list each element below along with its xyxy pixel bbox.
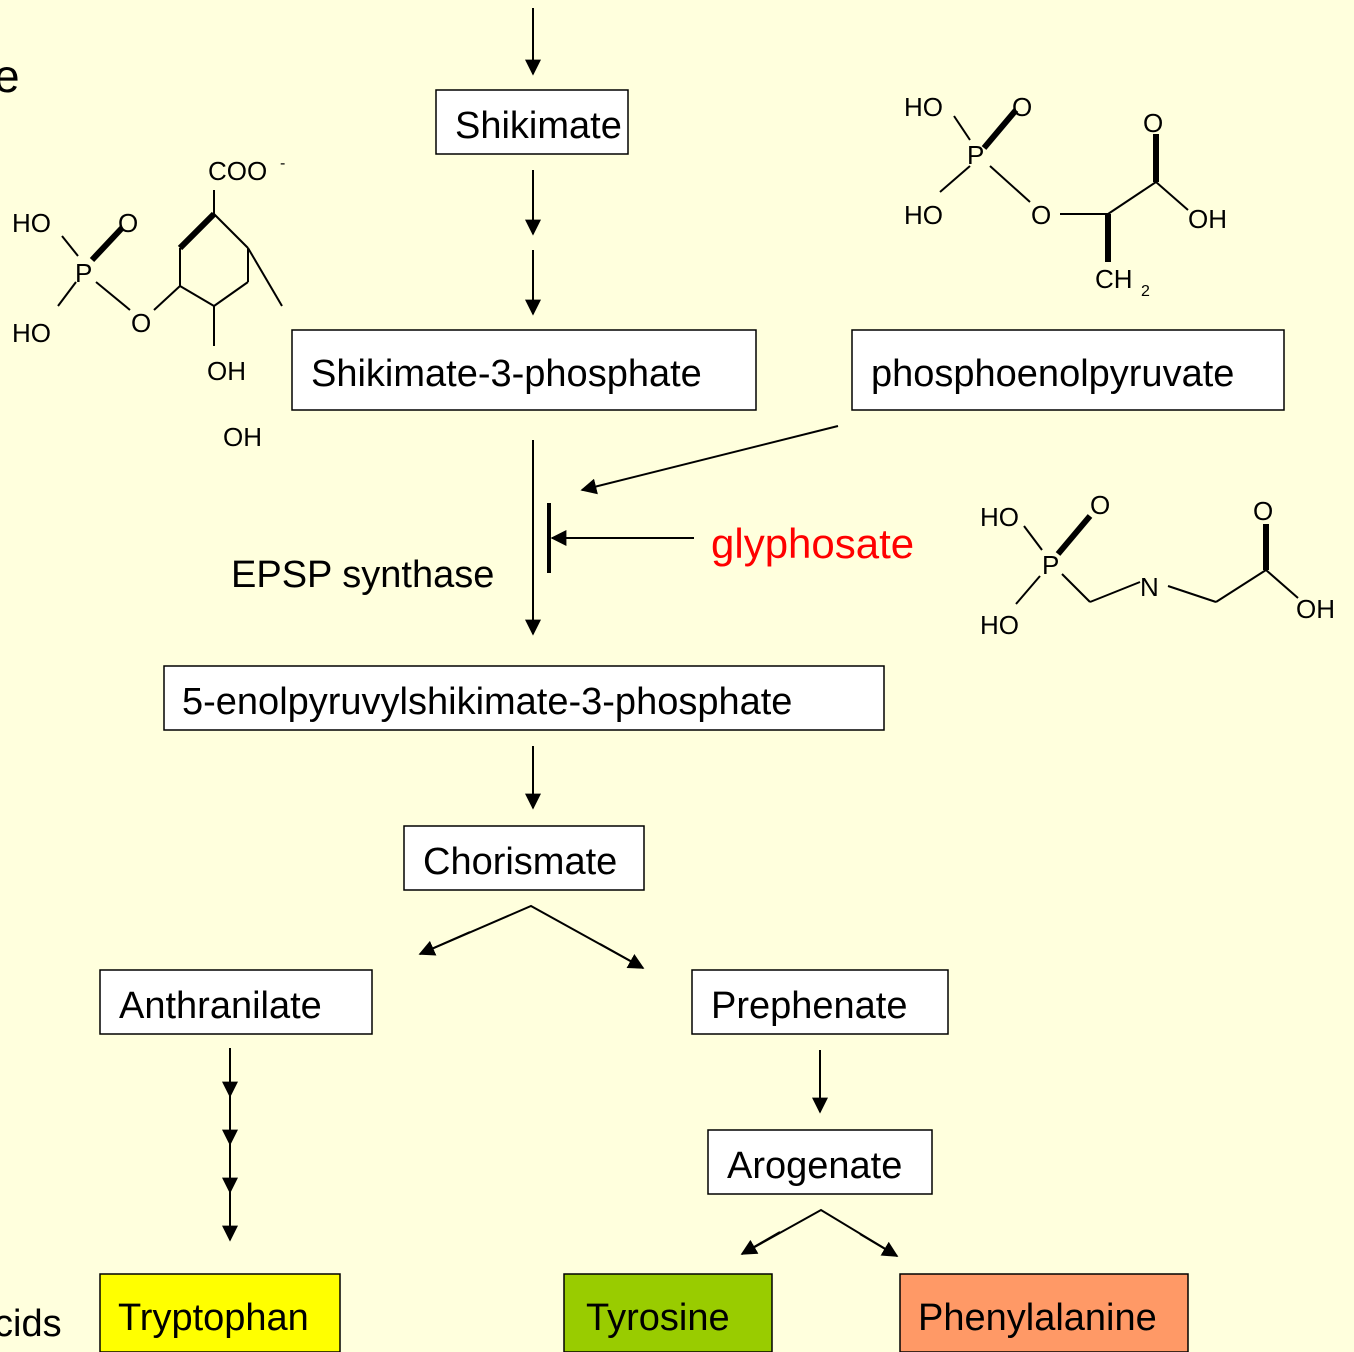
arrow-to-phenylalanine — [859, 1233, 899, 1257]
node-chorismate-label: Chorismate — [423, 841, 617, 883]
inhibitor-label: glyphosate — [711, 520, 914, 567]
s3p-p: P — [75, 258, 92, 288]
glyphosate-n: N — [1140, 572, 1159, 602]
node-tyrosine-label: Tyrosine — [586, 1297, 730, 1339]
node-prephenate-label: Prephenate — [711, 985, 908, 1027]
pep-ch-subscript: 2 — [1141, 283, 1150, 300]
s3p-oh1: OH — [207, 356, 246, 386]
glyphosate-inhibition — [547, 503, 694, 573]
glyphosate-oh: OH — [1296, 594, 1335, 624]
node-tyrosine: Tyrosine — [563, 1273, 773, 1352]
pep-ch: CH — [1095, 264, 1133, 294]
node-anthranilate-label: Anthranilate — [119, 985, 322, 1027]
glyphosate-o-double: O — [1090, 490, 1110, 520]
node-epsp: 5-enolpyruvylshikimate-3-phosphate — [163, 665, 885, 731]
bottom-left-fragment: cids — [0, 1303, 62, 1345]
arogenate-branch — [741, 1208, 898, 1257]
s3p-coo: COO — [208, 156, 267, 186]
node-phenylalanine: Phenylalanine — [899, 1273, 1189, 1352]
pep-ho-bottom: HO — [904, 200, 943, 230]
arrow-to-prephenate — [599, 943, 645, 969]
glyphosate-ho-top: HO — [980, 502, 1019, 532]
node-tryptophan: Tryptophan — [99, 1273, 341, 1352]
s3p-ho-top: HO — [12, 208, 51, 238]
s3p-ho-bottom: HO — [12, 318, 51, 348]
node-shikimate-3-phosphate: Shikimate-3-phosphate — [291, 329, 757, 411]
node-arogenate: Arogenate — [707, 1129, 933, 1195]
arrow-to-tyrosine — [740, 1231, 781, 1255]
node-chorismate: Chorismate — [403, 825, 645, 891]
pep-ho-top: HO — [904, 92, 943, 122]
node-phosphoenolpyruvate-label: phosphoenolpyruvate — [871, 353, 1234, 395]
node-prephenate: Prephenate — [691, 969, 949, 1035]
node-arogenate-label: Arogenate — [727, 1145, 902, 1187]
title-fragment: e — [0, 50, 20, 102]
shikimate-3-phosphate-structure: HO O P HO O COO - OH OH — [12, 155, 285, 452]
enzyme-label: EPSP synthase — [231, 554, 494, 596]
s3p-o-ester: O — [131, 308, 151, 338]
node-tryptophan-label: Tryptophan — [118, 1297, 309, 1339]
chorismate-branch — [419, 904, 644, 969]
s3p-o-double: O — [118, 208, 138, 238]
pep-p: P — [967, 140, 984, 170]
arrow-to-anthranilate — [418, 931, 471, 956]
node-shikimate-label: Shikimate — [455, 105, 622, 147]
s3p-oh2: OH — [223, 422, 262, 452]
glyphosate-p: P — [1042, 550, 1059, 580]
pep-structure: HO O P HO O O OH CH 2 — [904, 92, 1227, 300]
s3p-coo-charge: - — [280, 155, 285, 172]
node-shikimate: Shikimate — [435, 89, 629, 155]
glyphosate-ho-bottom: HO — [980, 610, 1019, 640]
node-shikimate-3-phosphate-label: Shikimate-3-phosphate — [311, 353, 702, 395]
node-anthranilate: Anthranilate — [99, 969, 373, 1035]
glyphosate-structure: HO O P HO N O OH — [980, 490, 1335, 640]
pep-o-carbonyl: O — [1143, 108, 1163, 138]
pep-o-double: O — [1012, 92, 1032, 122]
arrow-pep-in — [580, 425, 839, 495]
node-phosphoenolpyruvate: phosphoenolpyruvate — [851, 329, 1285, 411]
pep-oh: OH — [1188, 204, 1227, 234]
glyphosate-o-carbonyl: O — [1253, 496, 1273, 526]
pep-o-ester: O — [1031, 200, 1051, 230]
pathway-arrows — [222, 8, 899, 1257]
node-phenylalanine-label: Phenylalanine — [918, 1297, 1157, 1339]
node-epsp-label: 5-enolpyruvylshikimate-3-phosphate — [182, 681, 792, 723]
